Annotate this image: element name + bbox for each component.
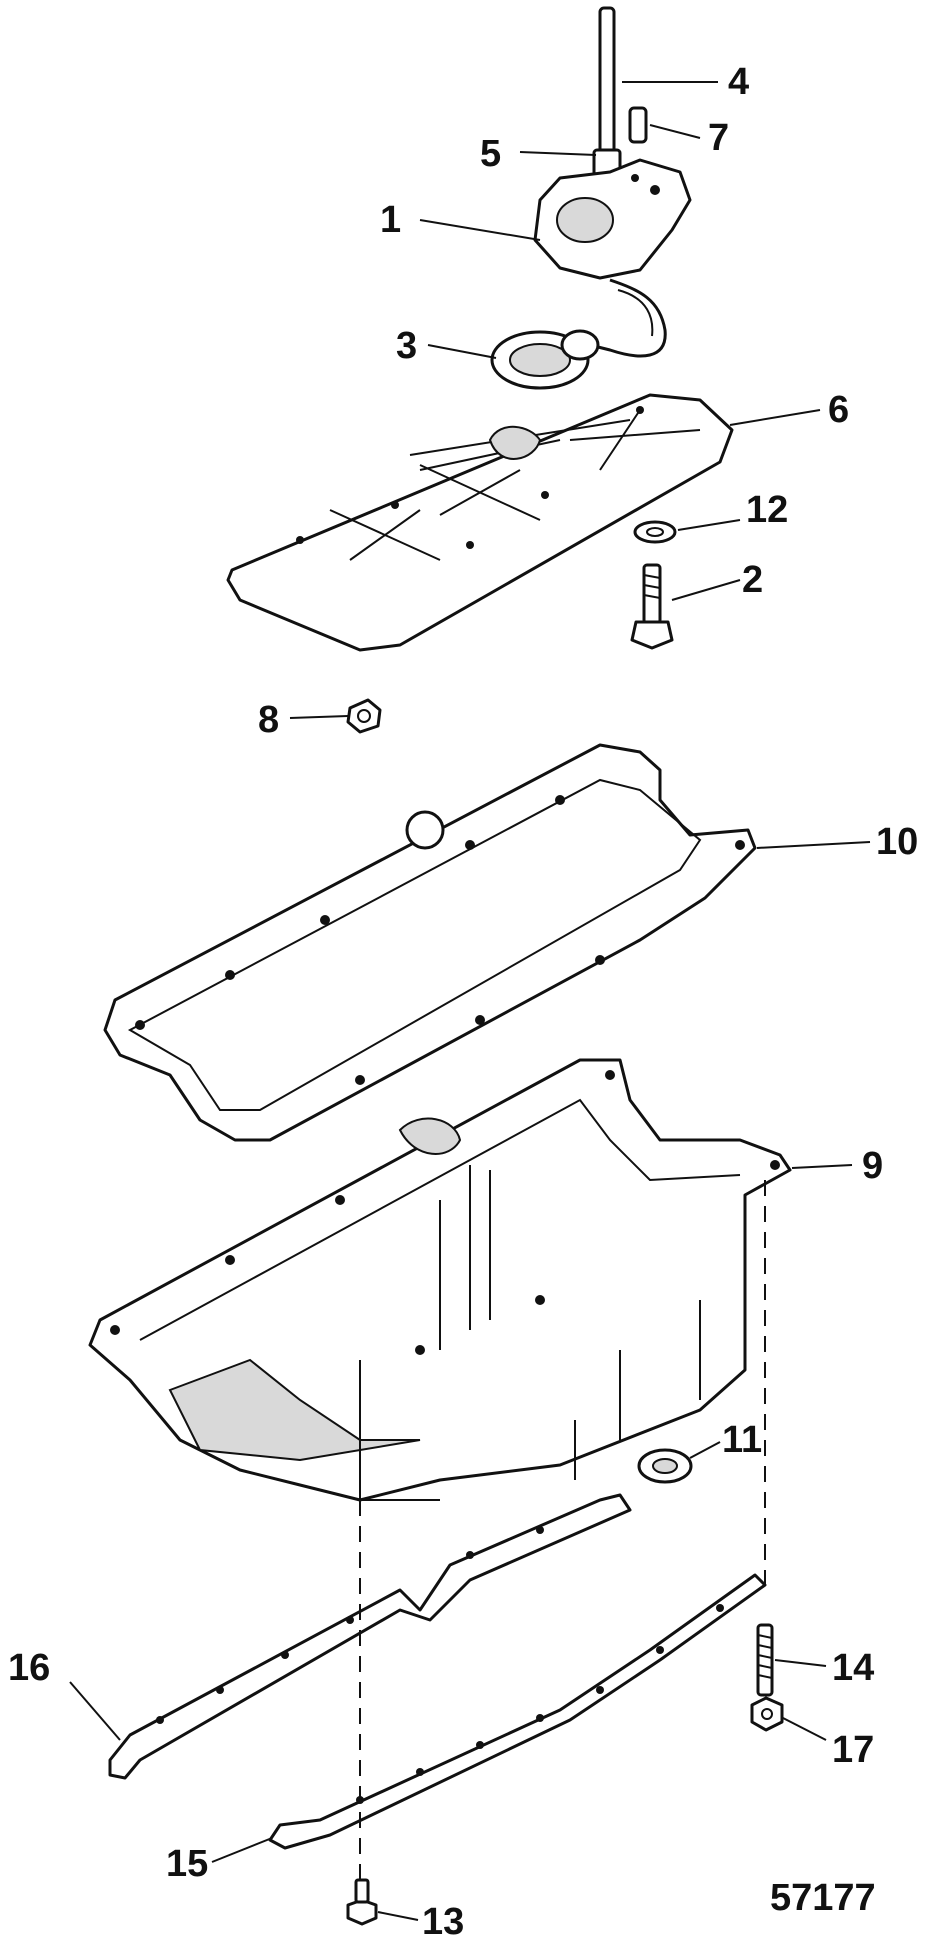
- leader-lines: [69, 81, 871, 1921]
- callout-9: 9: [862, 1145, 883, 1187]
- figure-id: 57177: [770, 1877, 876, 1919]
- callout-1: 1: [380, 199, 401, 241]
- oil-pan-gasket: [103, 743, 757, 1142]
- oil-pickup-screen: [490, 329, 600, 390]
- nut-17: [750, 1696, 784, 1732]
- seal-15: [268, 1573, 767, 1850]
- callout-17: 17: [832, 1729, 874, 1771]
- callout-11: 11: [722, 1419, 762, 1461]
- pump-pin: [628, 106, 648, 144]
- washer-12: [633, 520, 677, 544]
- callout-15: 15: [166, 1843, 208, 1885]
- callout-8: 8: [258, 699, 279, 741]
- callout-2: 2: [742, 559, 763, 601]
- bolt-13: [346, 1878, 378, 1926]
- callout-13: 13: [422, 1901, 464, 1943]
- callout-3: 3: [396, 325, 417, 367]
- callout-5: 5: [480, 133, 501, 175]
- stud-2: [630, 563, 674, 650]
- callout-12: 12: [746, 489, 788, 531]
- nut-8: [346, 698, 382, 734]
- callout-16: 16: [8, 1647, 50, 1689]
- drain-plug-seal: [637, 1448, 693, 1484]
- tray-cross-slot-1: [329, 509, 441, 561]
- seal-16: [108, 1493, 632, 1780]
- oil-pump-assembly: [533, 158, 692, 358]
- callout-14: 14: [832, 1647, 874, 1689]
- callout-10: 10: [876, 821, 918, 863]
- callout-6: 6: [828, 389, 849, 431]
- tray-cross-slot-2: [419, 464, 541, 521]
- windage-tray: [226, 393, 734, 652]
- oil-pan: [88, 1058, 792, 1502]
- stud-14: [756, 1623, 774, 1697]
- tray-cross-slot-3: [569, 409, 701, 471]
- callout-4: 4: [728, 61, 749, 103]
- pump-drive-shaft: [592, 6, 622, 182]
- callout-7: 7: [708, 117, 729, 159]
